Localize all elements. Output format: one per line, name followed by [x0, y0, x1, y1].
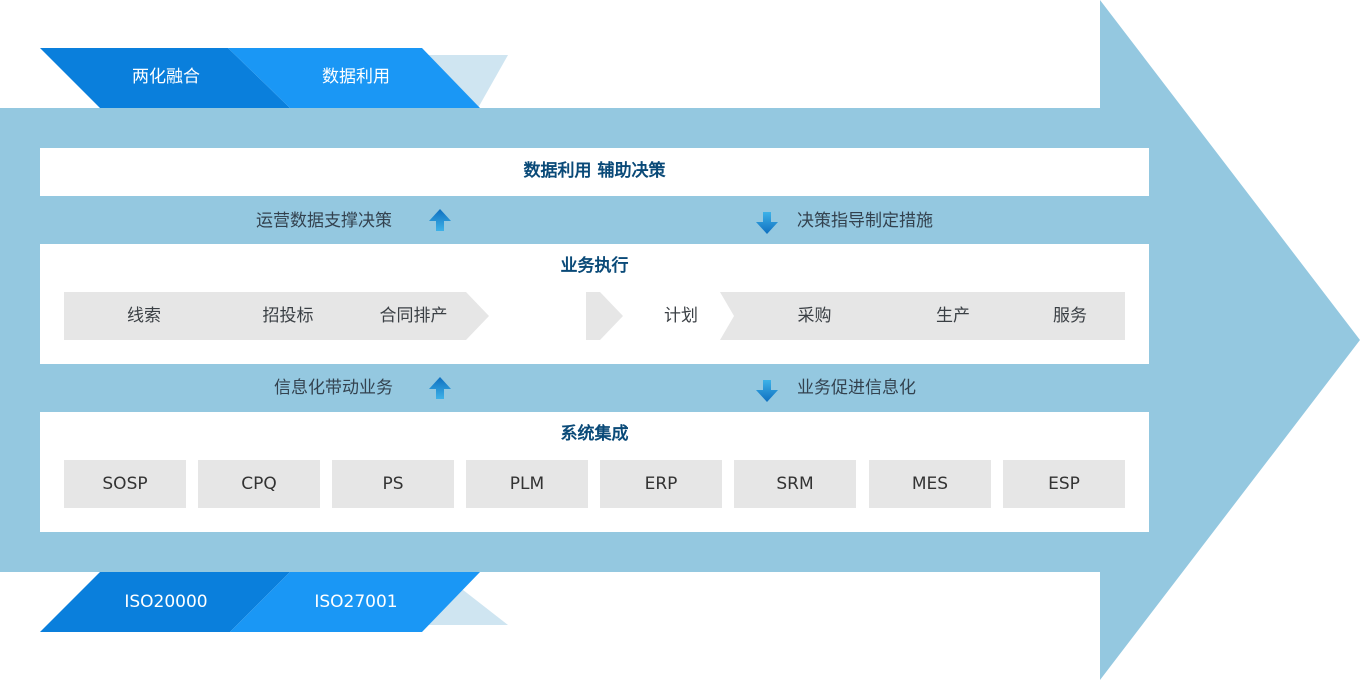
bottom-tag-1-label: ISO20000 — [124, 592, 208, 612]
upper-band-right-text: 决策指导制定措施 — [797, 211, 933, 231]
top-tag-2-label: 数据利用 — [322, 67, 390, 87]
bottom-tag-1-shape — [40, 572, 290, 632]
decision-panel: 数据利用 辅助决策 — [40, 148, 1149, 196]
system-erp: ERP — [600, 460, 722, 508]
process-step-1-label: 线索 — [127, 306, 161, 326]
process-step-1-shape — [64, 292, 224, 340]
top-tag-1-shape — [40, 48, 290, 108]
process-step-7-label: 服务 — [1053, 306, 1087, 326]
process-step-5-shape — [720, 292, 895, 340]
process-step-6: 生产 — [871, 292, 1029, 340]
top-tag-2-shape — [228, 48, 480, 108]
process-step-3-shape — [336, 292, 489, 340]
process-step-4: 计划 — [586, 292, 716, 340]
arrow-down-icon — [756, 380, 778, 402]
execution-panel-title: 业务执行 — [560, 256, 629, 276]
arrow-down-icon — [756, 212, 778, 234]
process-step-6-label: 生产 — [936, 306, 970, 326]
arrow-up-icon — [429, 377, 451, 399]
lower-band-left-text: 信息化带动业务 — [274, 378, 393, 398]
system-cpq: CPQ — [198, 460, 320, 508]
systems-panel: 系统集成 SOSP CPQ PS PLM ERP SRM MES ESP — [40, 412, 1149, 532]
process-step-4-label: 计划 — [664, 306, 698, 326]
execution-panel: 业务执行 线索 招投标 合同排产 计划 采购 生产 — [40, 244, 1149, 364]
process-step-5-label: 采购 — [797, 306, 832, 326]
bottom-tag-2-label: ISO27001 — [314, 592, 398, 612]
arrow-up-icon — [429, 209, 451, 231]
process-step-3: 合同排产 — [336, 292, 489, 340]
process-step-1: 线索 — [64, 292, 224, 340]
system-srm: SRM — [734, 460, 856, 508]
system-sosp: SOSP — [64, 460, 186, 508]
decision-panel-title: 数据利用 辅助决策 — [523, 161, 666, 181]
process-step-7-shape — [1005, 292, 1125, 340]
systems-panel-title: 系统集成 — [560, 424, 629, 444]
system-ps: PS — [332, 460, 454, 508]
process-step-2: 招投标 — [200, 292, 360, 340]
process-step-2-label: 招投标 — [262, 306, 314, 326]
upper-band-left-text: 运营数据支撑决策 — [256, 211, 392, 231]
process-step-6-shape — [871, 292, 1029, 340]
process-step-5: 采购 — [720, 292, 895, 340]
systems-row: SOSP CPQ PS PLM ERP SRM MES ESP — [40, 460, 1149, 508]
lower-band-right-text: 业务促进信息化 — [797, 378, 916, 398]
bottom-tag-2-shape — [230, 572, 480, 632]
process-step-2-shape — [200, 292, 360, 340]
system-plm: PLM — [466, 460, 588, 508]
system-mes: MES — [869, 460, 991, 508]
top-tag-1-label: 两化融合 — [132, 67, 200, 87]
process-step-3-label: 合同排产 — [379, 306, 448, 326]
system-esp: ESP — [1003, 460, 1125, 508]
process-step-7: 服务 — [1005, 292, 1125, 340]
process-step-4-shape — [586, 292, 623, 340]
